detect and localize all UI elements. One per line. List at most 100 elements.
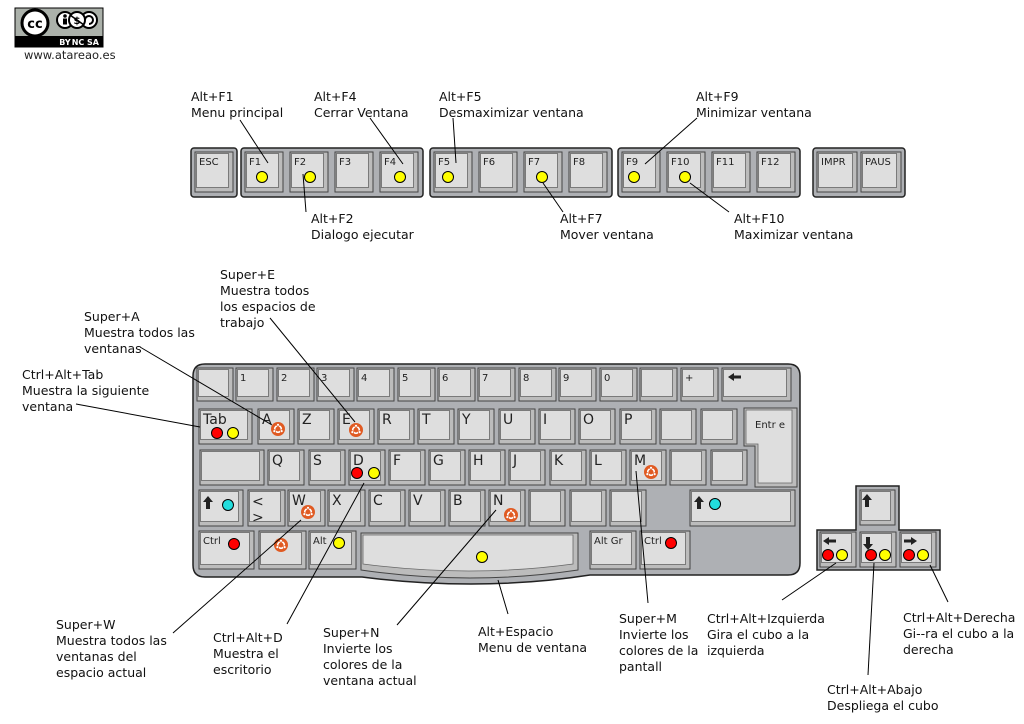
c-key[interactable]: C bbox=[368, 489, 406, 527]
f12-key[interactable]: F12 bbox=[756, 151, 796, 193]
esc-key[interactable]: ESC bbox=[194, 151, 234, 193]
shift-right-key[interactable] bbox=[689, 489, 796, 527]
u-key[interactable]: U bbox=[498, 408, 536, 445]
comma-key[interactable] bbox=[528, 489, 566, 527]
shortcut-description: Gi--ra el cubo a la bbox=[903, 626, 1014, 641]
f3-key[interactable]: F3 bbox=[334, 151, 374, 193]
n8-key[interactable]: 8 bbox=[518, 367, 557, 402]
alt-key[interactable]: Alt bbox=[308, 530, 357, 570]
cedilla-key[interactable] bbox=[710, 449, 748, 486]
grave-key[interactable] bbox=[196, 367, 234, 402]
r-key[interactable]: R bbox=[377, 408, 415, 445]
shortcut-description: izquierda bbox=[707, 643, 765, 658]
l-key[interactable]: L bbox=[589, 449, 627, 486]
leader-line bbox=[172, 519, 302, 634]
alt-marker bbox=[227, 427, 239, 439]
p-key[interactable]: P bbox=[619, 408, 657, 445]
shortcut-description: derecha bbox=[903, 642, 954, 657]
g-key[interactable]: G bbox=[428, 449, 466, 486]
alt-marker bbox=[333, 537, 345, 549]
t-key[interactable]: T bbox=[417, 408, 455, 445]
arrow-down-key[interactable] bbox=[859, 531, 897, 568]
alt-marker bbox=[476, 551, 488, 563]
n9-key[interactable]: 9 bbox=[558, 367, 597, 402]
shortcut-description: Muestra el bbox=[213, 646, 279, 661]
enter-key[interactable]: Entr e bbox=[743, 407, 798, 488]
plus-key[interactable]: + bbox=[680, 367, 719, 402]
d-key[interactable]: D bbox=[348, 449, 386, 486]
ctrl-marker bbox=[665, 537, 677, 549]
leader-line bbox=[139, 346, 273, 426]
shortcut-label: Ctrl+Alt+D bbox=[213, 630, 283, 645]
altgr-key[interactable]: Alt Gr bbox=[589, 530, 637, 570]
f6-key[interactable]: F6 bbox=[478, 151, 518, 193]
k-key[interactable]: K bbox=[549, 449, 587, 486]
arrow-up-key[interactable] bbox=[859, 489, 896, 526]
o-key[interactable]: O bbox=[578, 408, 616, 445]
x-key[interactable]: X bbox=[327, 489, 366, 527]
arrow-right-key[interactable] bbox=[899, 531, 937, 568]
shift-arrow-icon bbox=[694, 496, 704, 509]
ubuntu-super-icon bbox=[349, 423, 363, 437]
n0-key[interactable]: 0 bbox=[599, 367, 638, 402]
space-key[interactable] bbox=[360, 532, 579, 579]
shortcut-description: Gira el cubo a la bbox=[707, 627, 809, 642]
shortcut-description: Menu de ventana bbox=[478, 640, 587, 655]
h-key[interactable]: H bbox=[468, 449, 506, 486]
impr-key[interactable]: IMPR bbox=[816, 151, 858, 193]
n4-key[interactable]: 4 bbox=[356, 367, 395, 402]
apostrophe-key[interactable] bbox=[639, 367, 678, 402]
leader-line bbox=[239, 119, 269, 164]
i-key[interactable]: I bbox=[538, 408, 576, 445]
b-key[interactable]: B bbox=[448, 489, 486, 527]
key-label: F6 bbox=[483, 157, 495, 168]
n-tilde-key[interactable] bbox=[669, 449, 707, 486]
n6-key[interactable]: 6 bbox=[437, 367, 476, 402]
shortcut-description: colores de la bbox=[619, 643, 698, 658]
f9-key[interactable]: F9 bbox=[621, 151, 661, 193]
f-key[interactable]: F bbox=[388, 449, 426, 486]
tab-key[interactable]: Tab bbox=[198, 408, 253, 445]
n1-key[interactable]: 1 bbox=[235, 367, 274, 402]
a-key[interactable]: A bbox=[257, 408, 295, 445]
paus-key[interactable]: PAUS bbox=[860, 151, 902, 193]
down-arrow-icon bbox=[863, 537, 873, 550]
key-label: P bbox=[624, 412, 632, 428]
key-label: F10 bbox=[671, 157, 689, 168]
f8-key[interactable]: F8 bbox=[568, 151, 608, 193]
key-label: N bbox=[493, 493, 503, 509]
ctrl-marker bbox=[865, 549, 877, 561]
z-key[interactable]: Z bbox=[297, 408, 335, 445]
period-key[interactable] bbox=[569, 489, 607, 527]
caps-lock-key[interactable] bbox=[199, 449, 265, 486]
f5-key[interactable]: F5 bbox=[433, 151, 473, 193]
y-key[interactable]: Y bbox=[457, 408, 495, 445]
site-url[interactable]: www.atareao.es bbox=[24, 48, 116, 62]
ctrl-marker bbox=[351, 467, 363, 479]
shortcut-description: Despliega el cubo bbox=[827, 698, 938, 713]
s-key[interactable]: S bbox=[308, 449, 346, 486]
n2-key[interactable]: 2 bbox=[276, 367, 315, 402]
backspace-key[interactable] bbox=[721, 367, 792, 402]
asterisk-key[interactable] bbox=[700, 408, 738, 445]
f11-key[interactable]: F11 bbox=[711, 151, 751, 193]
alt-marker bbox=[536, 171, 548, 183]
arrow-left-key[interactable] bbox=[819, 531, 857, 568]
key-label: + bbox=[685, 373, 693, 384]
shortcut-description: Cerrar Ventana bbox=[314, 105, 409, 120]
less-greater-key[interactable] bbox=[247, 489, 286, 527]
badge-by: BY bbox=[59, 38, 71, 47]
backtick-key[interactable] bbox=[659, 408, 697, 445]
shift-left-key[interactable] bbox=[198, 489, 244, 527]
v-key[interactable]: V bbox=[408, 489, 446, 527]
ctrl-left-key[interactable]: Ctrl bbox=[198, 530, 255, 570]
n7-key[interactable]: 7 bbox=[477, 367, 516, 402]
j-key[interactable]: J bbox=[508, 449, 546, 486]
n5-key[interactable]: 5 bbox=[397, 367, 436, 402]
n3-key[interactable]: 3 bbox=[316, 367, 355, 402]
ctrl-right-key[interactable]: Ctrl bbox=[639, 530, 691, 570]
q-key[interactable]: Q bbox=[267, 449, 305, 486]
